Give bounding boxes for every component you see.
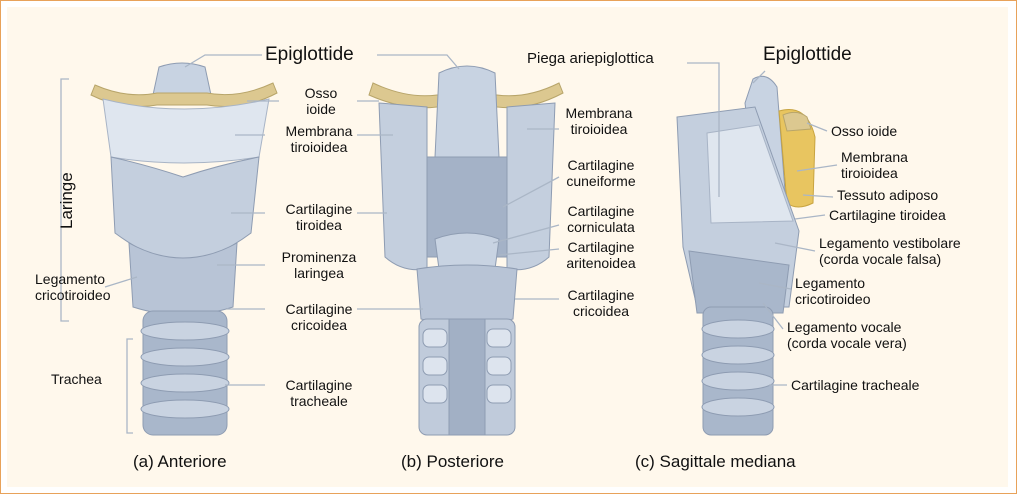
label-tessuto-adiposo: Tessuto adiposo	[837, 187, 938, 203]
leader-b-epiglottide	[377, 55, 459, 69]
label-b-cartilagine-corniculata: Cartilagine corniculata	[555, 203, 647, 235]
label-piega-ariepiglottica: Piega ariepiglottica	[527, 51, 654, 67]
label-cartilagine-tiroidea: Cartilagine tiroidea	[267, 201, 371, 233]
label-legamento-vocale: Legamento vocale (corda vocale vera)	[787, 319, 907, 351]
label-osso-ioide: Osso ioide	[285, 85, 357, 117]
figure-panel: Epiglottide Laringe Legamento cricotiroi…	[7, 7, 1008, 487]
leader-trachea-bracket	[127, 339, 133, 433]
label-c-cartilagine-tiroidea: Cartilagine tiroidea	[829, 207, 946, 223]
anterior-membrane-shape	[103, 99, 269, 163]
label-membrana-tiroioidea: Membrana tiroioidea	[267, 123, 371, 155]
posterior-thyroid-shape	[379, 103, 427, 270]
label-c-cartilagine-tracheale: Cartilagine tracheale	[791, 377, 919, 393]
label-cartilagine-tracheale: Cartilagine tracheale	[267, 377, 371, 409]
posterior-thyroid-right-shape	[507, 103, 555, 270]
label-b-cartilagine-cricoidea: Cartilagine cricoidea	[555, 287, 647, 319]
label-b-membrana-tiroioidea: Membrana tiroioidea	[555, 105, 643, 137]
label-cartilagine-cricoidea: Cartilagine cricoidea	[267, 301, 371, 333]
label-a-epiglottide: Epiglottide	[265, 45, 354, 65]
label-trachea: Trachea	[51, 371, 102, 387]
label-prominenza-laringea: Prominenza laringea	[267, 249, 371, 281]
anterior-larynx-drawing	[91, 63, 277, 435]
label-c-legamento-cricotiroideo: Legamento cricotiroideo	[795, 275, 870, 307]
sagittal-hyoid-shape	[783, 112, 811, 131]
posterior-epiglottis-shape	[435, 66, 499, 168]
label-c-membrana-tiroioidea: Membrana tiroioidea	[841, 149, 908, 181]
caption-sagittale-mediana: (c) Sagittale mediana	[635, 453, 796, 471]
caption-posteriore: (b) Posteriore	[401, 453, 504, 471]
anterior-epiglottis-shape	[153, 63, 211, 95]
label-laringe: Laringe	[57, 172, 77, 229]
label-c-epiglottide: Epiglottide	[763, 45, 852, 65]
label-a-legamento-cricotiroideo: Legamento cricotiroideo	[35, 271, 110, 303]
label-c-osso-ioide: Osso ioide	[831, 123, 897, 139]
label-legamento-vestibolare: Legamento vestibolare (corda vocale fals…	[819, 235, 961, 267]
leader-c-tiroidea	[795, 215, 825, 219]
caption-anteriore: (a) Anteriore	[133, 453, 227, 471]
label-b-cartilagine-cuneiforme: Cartilagine cuneiforme	[555, 157, 647, 189]
posterior-cricoid-shape	[417, 265, 517, 325]
label-b-cartilagine-aritenoidea: Cartilagine aritenoidea	[555, 239, 647, 271]
posterior-larynx-drawing	[369, 66, 563, 435]
